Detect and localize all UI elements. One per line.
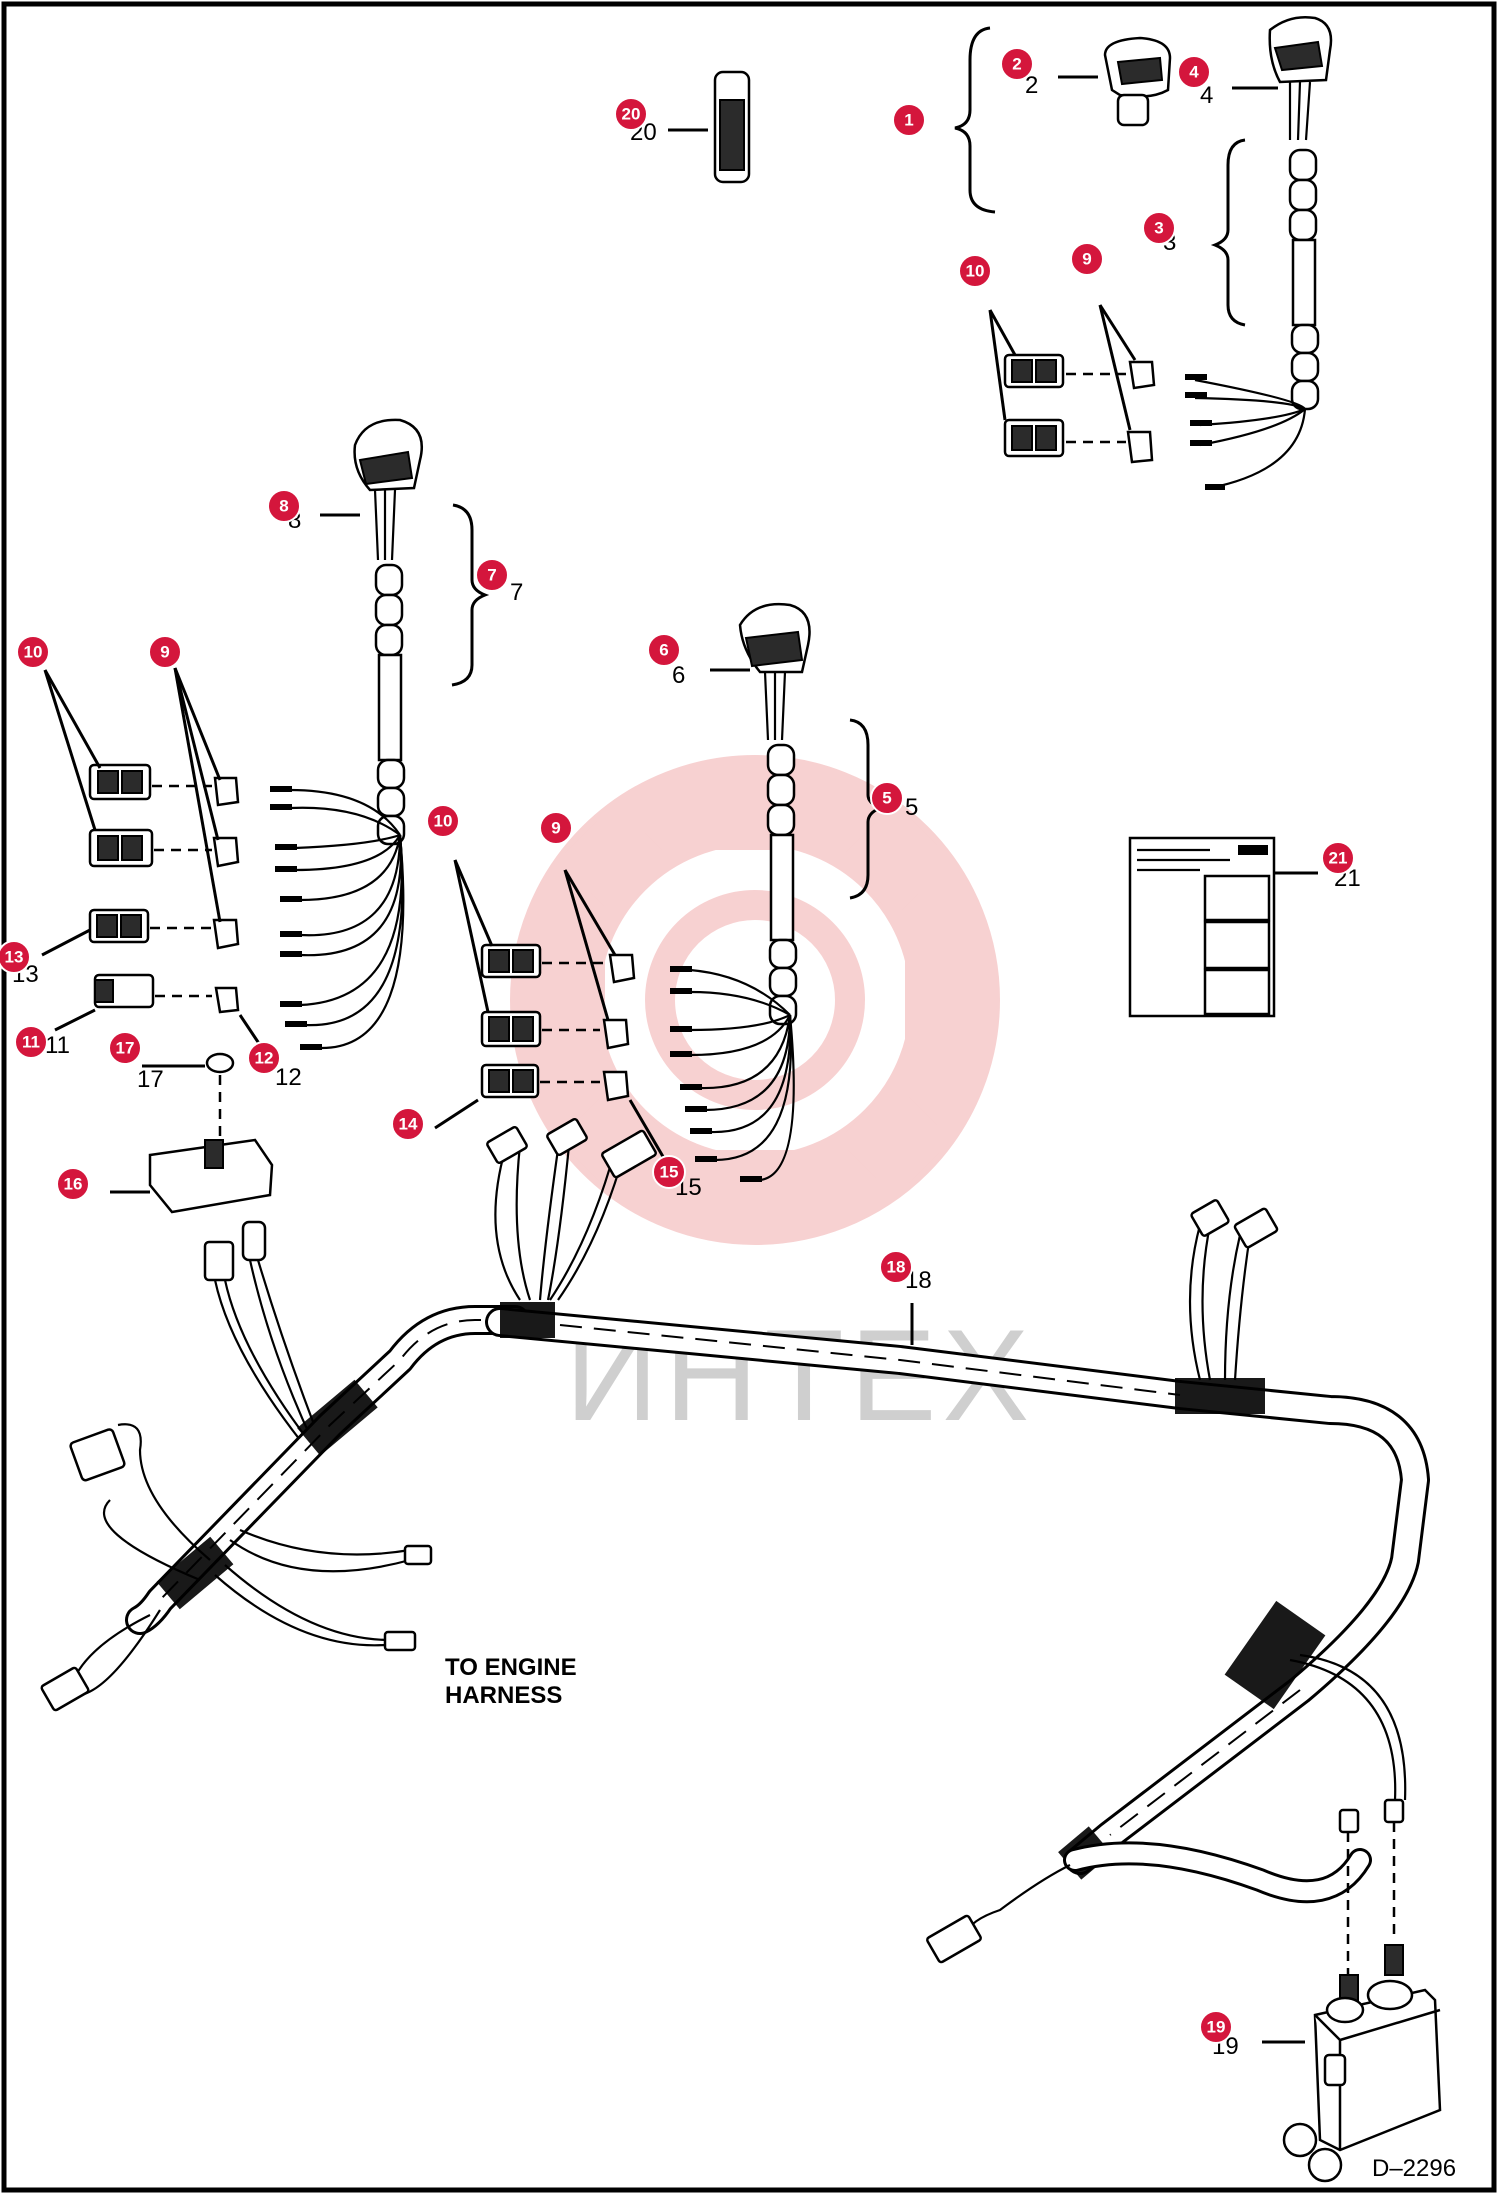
part-19-valve xyxy=(1262,1944,1442,2183)
switch-assembly-top-right xyxy=(954,16,1333,490)
callout-layer: 1 2 3 4 5 6 7 8 9 9 9 10 10 10 11 12 13 … xyxy=(0,47,1355,2044)
callout-13[interactable]: 13 xyxy=(0,940,31,974)
callout-4[interactable]: 4 xyxy=(1177,55,1211,89)
svg-text:6: 6 xyxy=(672,662,685,689)
svg-text:6: 6 xyxy=(659,641,668,660)
part-16-17-block xyxy=(110,1052,322,1441)
svg-text:9: 9 xyxy=(551,819,560,838)
callout-2[interactable]: 2 xyxy=(1000,47,1034,81)
svg-text:9: 9 xyxy=(160,643,169,662)
svg-text:3: 3 xyxy=(1154,219,1163,238)
svg-text:16: 16 xyxy=(64,1175,83,1194)
svg-text:10: 10 xyxy=(24,643,43,662)
svg-text:1: 1 xyxy=(904,111,913,130)
callout-19[interactable]: 19 xyxy=(1199,2010,1233,2044)
callout-17[interactable]: 17 xyxy=(108,1031,142,1065)
svg-text:17: 17 xyxy=(116,1039,135,1058)
svg-text:13: 13 xyxy=(5,948,24,967)
svg-text:14: 14 xyxy=(399,1115,418,1134)
svg-text:9: 9 xyxy=(1082,250,1091,269)
callout-10-middle[interactable]: 10 xyxy=(426,804,460,838)
main-harness-18 xyxy=(40,1117,1430,1975)
callout-16[interactable]: 16 xyxy=(56,1167,90,1201)
part-20-fuse xyxy=(668,70,751,184)
svg-text:10: 10 xyxy=(434,812,453,831)
drawing-code: D–2296 xyxy=(1372,2155,1456,2182)
callout-1[interactable]: 1 xyxy=(892,103,926,137)
svg-text:2: 2 xyxy=(1025,72,1038,99)
svg-text:11: 11 xyxy=(45,1032,70,1059)
svg-text:2: 2 xyxy=(1012,55,1021,74)
callout-12[interactable]: 12 xyxy=(247,1041,281,1075)
svg-text:19: 19 xyxy=(1207,2018,1226,2037)
callout-11[interactable]: 11 xyxy=(14,1025,48,1059)
callout-21[interactable]: 21 xyxy=(1321,841,1355,875)
callout-20[interactable]: 20 xyxy=(614,97,648,131)
svg-text:11: 11 xyxy=(22,1033,40,1052)
callout-6[interactable]: 6 xyxy=(647,633,681,667)
svg-text:17: 17 xyxy=(137,1066,164,1093)
callout-9-middle[interactable]: 9 xyxy=(539,811,573,845)
callout-3[interactable]: 3 xyxy=(1142,211,1176,245)
callout-7[interactable]: 7 xyxy=(475,558,509,592)
svg-text:20: 20 xyxy=(622,105,641,124)
svg-text:7: 7 xyxy=(510,579,523,606)
callout-10-left[interactable]: 10 xyxy=(16,635,50,669)
svg-text:5: 5 xyxy=(882,789,891,808)
svg-text:7: 7 xyxy=(487,566,496,585)
svg-text:12: 12 xyxy=(255,1049,274,1068)
svg-text:18: 18 xyxy=(887,1258,906,1277)
svg-text:12: 12 xyxy=(275,1064,302,1091)
switch-assembly-middle xyxy=(434,602,884,1182)
callout-18[interactable]: 18 xyxy=(879,1250,913,1284)
svg-text:4: 4 xyxy=(1200,82,1213,109)
callout-5[interactable]: 5 xyxy=(870,781,904,815)
switch-assembly-left xyxy=(41,418,490,1061)
callout-15[interactable]: 15 xyxy=(652,1155,686,1189)
callout-10-top[interactable]: 10 xyxy=(958,254,992,288)
decal-21 xyxy=(1128,836,1318,1018)
svg-text:5: 5 xyxy=(905,794,918,821)
callout-9-top[interactable]: 9 xyxy=(1070,242,1104,276)
callout-8[interactable]: 8 xyxy=(267,489,301,523)
svg-text:15: 15 xyxy=(660,1163,679,1182)
callout-9-left[interactable]: 9 xyxy=(148,635,182,669)
svg-text:10: 10 xyxy=(966,262,985,281)
svg-text:8: 8 xyxy=(279,497,288,516)
callout-14[interactable]: 14 xyxy=(391,1107,425,1141)
svg-text:4: 4 xyxy=(1189,63,1199,82)
engine-harness-label-line2: HARNESS xyxy=(445,1682,562,1709)
svg-text:21: 21 xyxy=(1329,849,1348,868)
engine-harness-label-line1: TO ENGINE xyxy=(445,1654,577,1681)
